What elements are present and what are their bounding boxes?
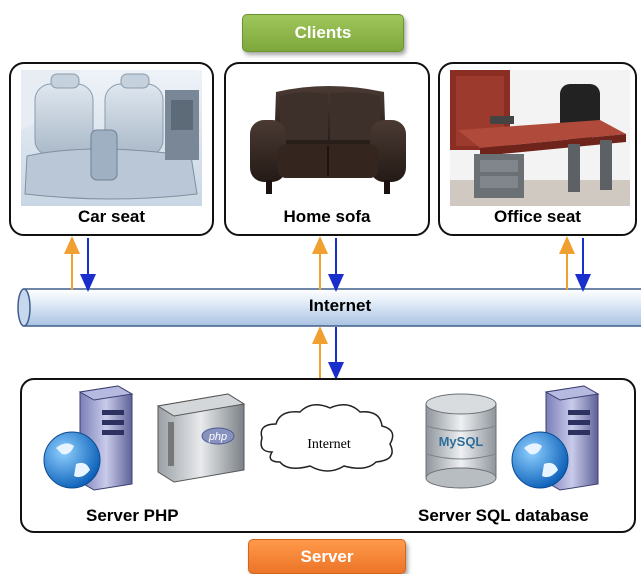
internet-cloud-icon	[260, 404, 394, 472]
client-home-sofa: Home sofa	[224, 62, 430, 236]
server-arrows	[312, 326, 344, 380]
clients-banner: Clients	[242, 14, 404, 52]
php-server-icon: php	[156, 393, 246, 483]
server-banner: Server	[248, 539, 406, 574]
home-sofa-arrows	[312, 236, 344, 292]
client-label-home-sofa: Home sofa	[283, 207, 371, 226]
server-icons: php MySQL	[43, 385, 600, 491]
clients-banner-label: Clients	[294, 23, 352, 42]
sofa-image	[250, 86, 406, 194]
office-image	[450, 70, 630, 206]
server-php-label: Server PHP	[86, 506, 179, 525]
client-label-car-seat: Car seat	[77, 207, 146, 226]
client-label-office-seat: Office seat	[494, 207, 581, 226]
internet-cloud-label: Internet	[307, 437, 351, 452]
client-car-seat: Car seat	[9, 62, 214, 236]
server-php-icon	[43, 385, 134, 491]
mysql-icon-text: MySQL	[439, 434, 484, 449]
server-group: php MySQL Server PHP Server SQL database	[20, 378, 636, 533]
php-icon-text: php	[208, 431, 227, 443]
server-sql-label: Server SQL database	[418, 506, 589, 525]
internet-pipe-label: Internet	[308, 296, 372, 315]
car-seat-image	[21, 70, 202, 206]
car-seat-arrows	[64, 236, 96, 292]
server-banner-label: Server	[300, 547, 354, 566]
mysql-database-icon: MySQL	[425, 393, 497, 489]
server-sql-icon	[511, 385, 600, 491]
client-office-seat: Office seat	[438, 62, 637, 236]
office-seat-arrows	[559, 236, 591, 292]
